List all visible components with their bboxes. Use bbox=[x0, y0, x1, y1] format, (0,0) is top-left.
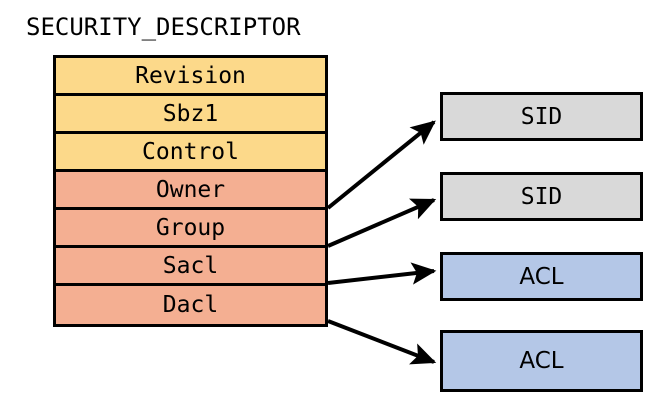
target-box-label: ACL bbox=[519, 263, 564, 290]
struct-field-label: Owner bbox=[155, 176, 226, 203]
arrow-dacl-to-acl bbox=[327, 319, 437, 365]
struct-field-group: Group bbox=[56, 210, 325, 248]
target-box-label: SID bbox=[520, 183, 563, 210]
target-box-acl-dacl: ACL bbox=[440, 330, 643, 392]
struct-field-revision: Revision bbox=[56, 58, 325, 96]
target-box-sid-owner: SID bbox=[440, 92, 643, 141]
struct-field-sacl: Sacl bbox=[56, 248, 325, 286]
arrow-group-to-sid bbox=[327, 198, 437, 248]
struct-field-label: Sacl bbox=[162, 252, 219, 279]
struct-field-sbz1: Sbz1 bbox=[56, 96, 325, 134]
arrow-sacl-to-acl bbox=[327, 262, 437, 285]
struct-field-label: Control bbox=[142, 138, 239, 165]
target-box-acl-sacl: ACL bbox=[440, 252, 643, 301]
arrow-owner-to-sid bbox=[326, 120, 436, 210]
struct-field-dacl: Dacl bbox=[56, 286, 325, 324]
struct-field-control: Control bbox=[56, 134, 325, 172]
page-title: SECURITY_DESCRIPTOR bbox=[26, 13, 301, 41]
target-box-sid-group: SID bbox=[440, 172, 643, 221]
struct-field-owner: Owner bbox=[56, 172, 325, 210]
target-box-label: ACL bbox=[519, 348, 564, 374]
struct-field-label: Dacl bbox=[162, 292, 219, 318]
security-descriptor-struct: Revision Sbz1 Control Owner Group Sacl D… bbox=[53, 55, 328, 327]
struct-field-label: Revision bbox=[135, 62, 246, 89]
struct-field-label: Sbz1 bbox=[162, 100, 219, 127]
target-box-label: SID bbox=[520, 103, 563, 130]
struct-field-label: Group bbox=[155, 214, 226, 241]
